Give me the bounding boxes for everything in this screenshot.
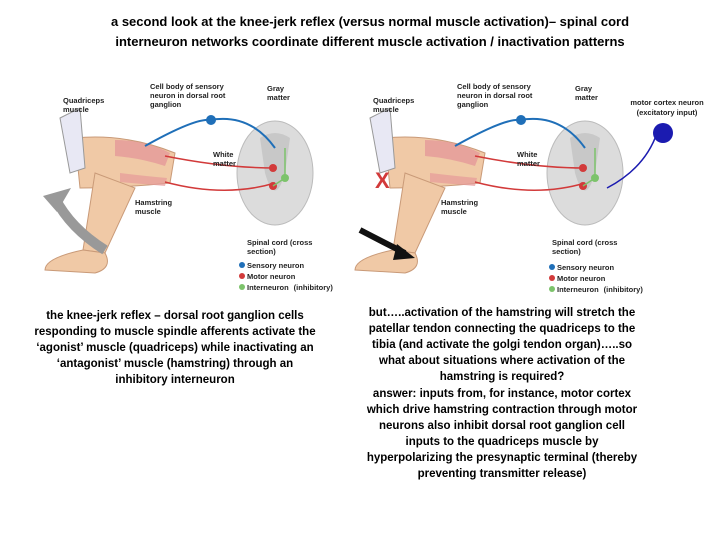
label-spinal-cord-right: Spinal cord (cross section) [552,238,618,256]
label-hamstring-right: Hamstring muscle [441,198,479,216]
legend-interneuron: Interneuron (inhibitory) [247,283,333,292]
label-spinal-cord: Spinal cord (cross section) [247,238,313,256]
label-quadriceps: Quadriceps muscle [63,96,105,114]
legend-sensory-text: Sensory neuron [247,261,305,270]
legend-motor-text-right: Motor neuron [557,274,606,283]
inhibitory-note: (inhibitory) [293,283,333,292]
label-cell-body: Cell body of sensory neuron in dorsal ro… [150,82,226,109]
legend-interneuron-text-right: Interneuron [557,285,599,294]
label-white-matter-right: White matter [517,150,540,168]
inhibitory-note-right: (inhibitory) [603,285,643,294]
reflex-diagram-right: Quadriceps muscle Cell body of sensory n… [345,78,675,298]
motor-cortex-label: motor cortex neuron (excitatory input) [630,98,704,117]
legend-motor-right: Motor neuron [557,274,605,283]
label-hamstring: Hamstring muscle [135,198,173,216]
label-cell-body-right: Cell body of sensory neuron in dorsal ro… [457,82,533,109]
legend-sensory: Sensory neuron [247,261,304,270]
title-line-2: interneuron networks coordinate differen… [115,34,625,49]
legend-motor: Motor neuron [247,272,295,281]
legend-motor-text: Motor neuron [247,272,296,281]
label-gray-matter-right: Gray matter [575,84,598,102]
leg-spinal-illustration-right [354,107,673,292]
title-line-1: a second look at the knee-jerk reflex (v… [110,14,630,29]
caption-left: the knee-jerk reflex – dorsal root gangl… [34,310,316,386]
legend-interneuron-right: Interneuron (inhibitory) [557,285,643,294]
label-white-matter: White matter [213,150,236,168]
legend-interneuron-text: Interneuron [247,283,289,292]
legend-sensory-text-right: Sensory neuron [557,263,615,272]
caption-right: but…..activation of the hamstring will s… [368,307,636,383]
x-mark: X [375,168,390,193]
reflex-diagram-left: Quadriceps muscle Cell body of sensory n… [35,78,365,298]
leg-spinal-illustration-left [43,107,314,290]
page-title: a second look at the knee-jerk reflex (v… [60,12,680,52]
caption-answer: answer: inputs from, for instance, motor… [366,388,638,480]
legend-sensory-right: Sensory neuron [557,263,614,272]
label-quadriceps-right: Quadriceps muscle [373,96,415,114]
label-gray-matter: Gray matter [267,84,290,102]
